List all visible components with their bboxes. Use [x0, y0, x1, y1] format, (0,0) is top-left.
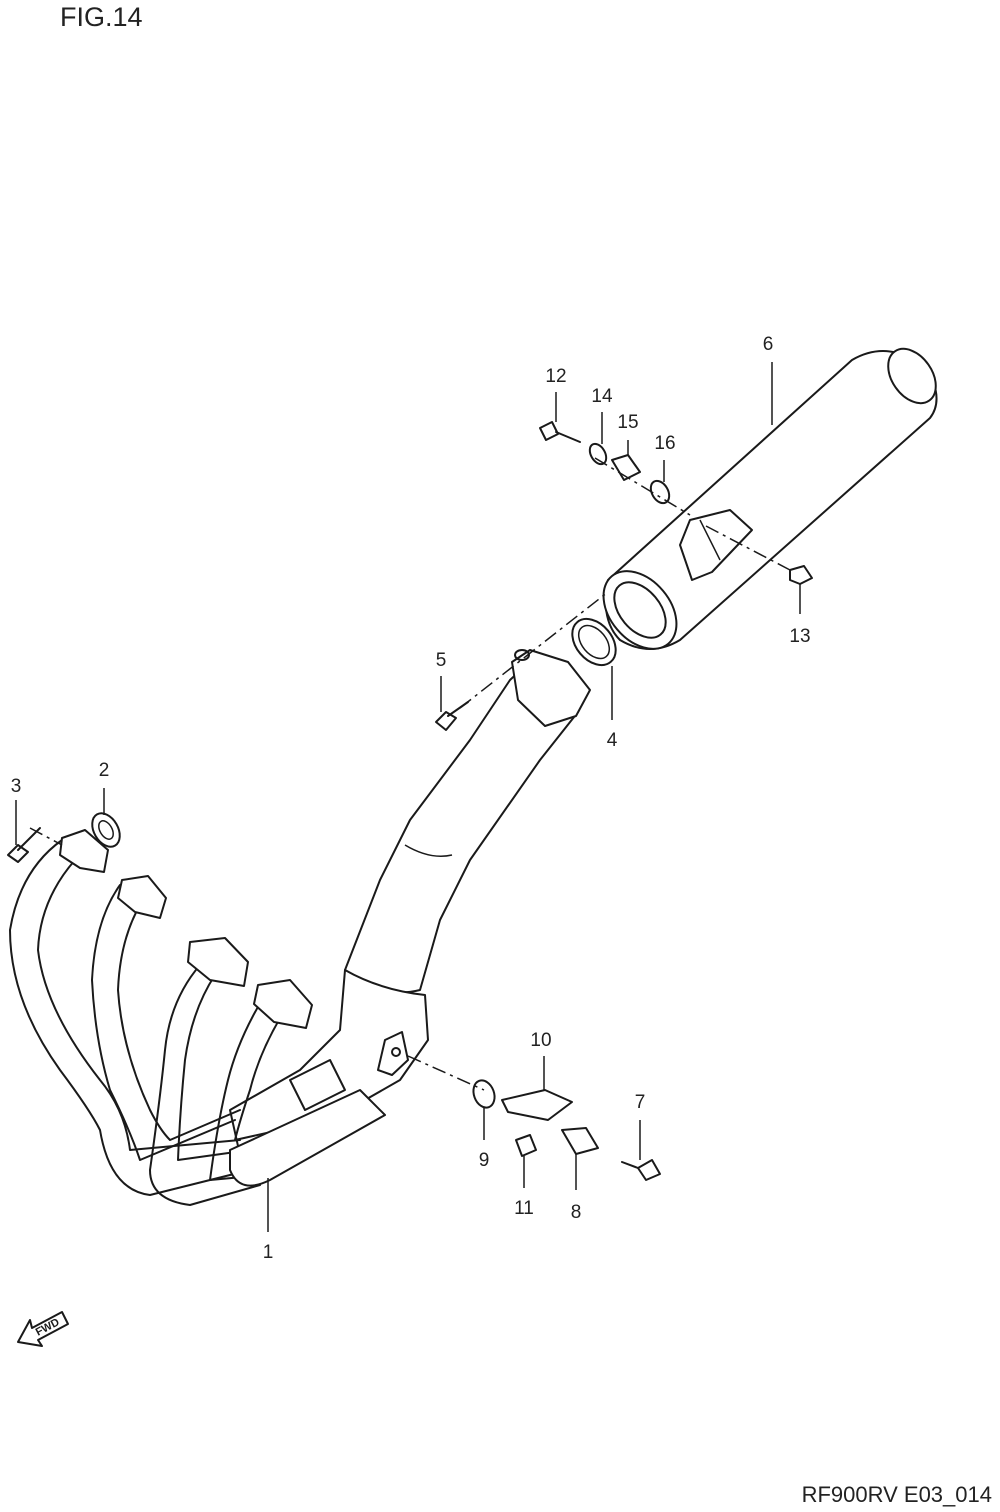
callout-2: 2 [99, 760, 110, 781]
callout-12: 12 [545, 366, 566, 387]
callout-11: 11 [514, 1198, 534, 1219]
assembly-lines [29, 457, 791, 1091]
connector-ring [571, 617, 617, 667]
leader-lines [15, 362, 801, 1232]
fwd-arrow-icon: FWD [17, 1311, 69, 1347]
callout-labels: 1 2 3 4 5 6 7 8 9 10 11 12 13 14 15 16 [11, 334, 811, 1263]
callout-1: 1 [263, 1242, 274, 1263]
figure-title: FIG.14 [60, 2, 143, 32]
callout-9: 9 [479, 1150, 490, 1171]
muffler [602, 347, 938, 650]
callout-10: 10 [530, 1030, 551, 1051]
callout-16: 16 [654, 433, 675, 454]
header-pipes [9, 829, 386, 1206]
callout-5: 5 [436, 650, 447, 671]
callout-6: 6 [763, 334, 774, 355]
callout-4: 4 [607, 730, 618, 751]
callout-14: 14 [591, 386, 613, 407]
callout-13: 13 [789, 626, 810, 647]
callout-7: 7 [635, 1092, 646, 1113]
diagram-code: RF900RV E03_014 [801, 1482, 992, 1507]
callout-3: 3 [11, 776, 22, 797]
callout-8: 8 [571, 1202, 582, 1223]
callout-15: 15 [617, 412, 638, 433]
